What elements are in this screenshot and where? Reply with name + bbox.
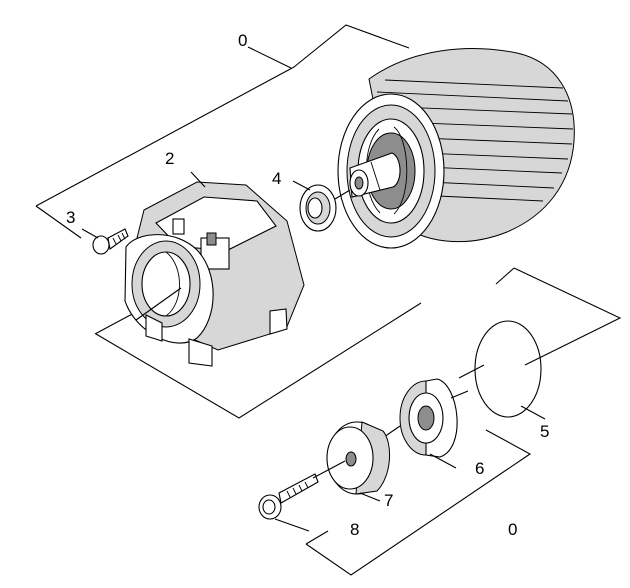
motor-shaft (349, 152, 401, 198)
pump-housing (124, 171, 305, 367)
callout-label-6: 6 (475, 459, 484, 478)
callout-label-4: 4 (272, 169, 281, 188)
callout-6: 6 (475, 459, 484, 478)
callout-label-8: 8 (350, 520, 359, 539)
callout-4: 4 (272, 169, 281, 188)
lower-assembly-frame (94, 267, 622, 576)
lower-cover (326, 421, 391, 502)
callout-7: 7 (384, 491, 393, 510)
callout-label-0-top: 0 (238, 31, 247, 50)
callout-0-top: 0 (238, 31, 247, 50)
upper-assembly-frame (35, 24, 410, 239)
callout-label-5: 5 (540, 422, 549, 441)
callout-8: 8 (350, 520, 359, 539)
callout-5: 5 (540, 422, 549, 441)
lower-o-ring (458, 320, 546, 420)
callout-3: 3 (66, 208, 75, 227)
callout-label-3: 3 (66, 208, 75, 227)
motor-stator (337, 48, 575, 249)
callout-label-0-bottom: 0 (508, 520, 517, 539)
lower-bearing (380, 378, 469, 469)
callout-2: 2 (165, 149, 174, 168)
lower-screw (258, 460, 346, 532)
callout-label-2: 2 (165, 149, 174, 168)
callout-label-7: 7 (384, 491, 393, 510)
callout-0-bottom: 0 (508, 520, 517, 539)
upper-screw (81, 228, 129, 255)
seal-ring (292, 180, 351, 232)
